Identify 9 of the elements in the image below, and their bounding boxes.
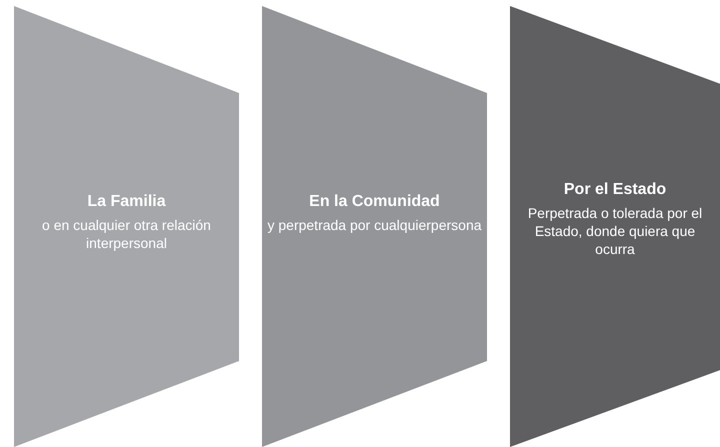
panel-heading: En la Comunidad: [309, 192, 440, 212]
panel-heading: Por el Estado: [564, 180, 666, 200]
panel-text: Perpetrada o tolerada por el Estado, donde quiera que ocurra: [526, 204, 704, 258]
trapezoid-panel: [510, 6, 720, 447]
trapezoid-panel: [14, 6, 239, 447]
panel-text: y perpetrada por cualquierpersona: [267, 216, 482, 234]
panel-text: o en cualquier otra relación interpersonal: [41, 216, 212, 252]
trapezoid-panel: [262, 6, 487, 447]
panel-heading: La Familia: [87, 192, 166, 212]
